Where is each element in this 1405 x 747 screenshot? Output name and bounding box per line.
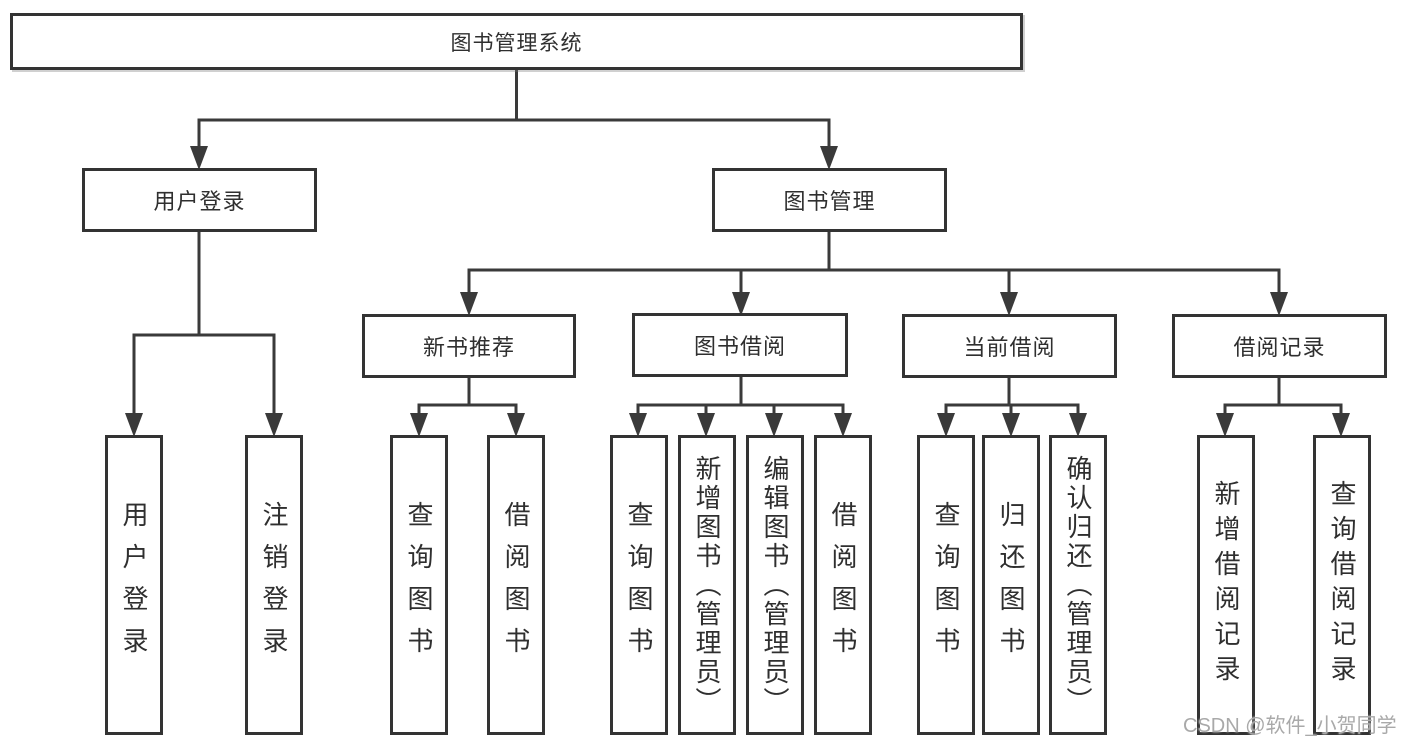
leaf-newbook-query-label: 查询图书 [404, 501, 434, 669]
node-root-label: 图书管理系统 [450, 31, 583, 55]
node-borrow-records: 借阅记录 [1172, 314, 1387, 378]
node-user-login: 用户登录 [82, 168, 317, 232]
leaf-newbook-borrow-label: 借阅图书 [501, 501, 531, 669]
leaf-records-add-label: 新增借阅记录 [1211, 480, 1241, 690]
leaf-current-confirm: 确认归还（管理员） [1049, 435, 1107, 735]
node-book-borrow: 图书借阅 [632, 313, 848, 377]
leaf-borrow-add-label: 新增图书（管理员） [692, 454, 722, 716]
leaf-user-login-label: 用户登录 [119, 501, 149, 669]
leaf-borrow-query: 查询图书 [610, 435, 668, 735]
leaf-borrow-query-label: 查询图书 [624, 501, 654, 669]
leaf-logout: 注销登录 [245, 435, 303, 735]
leaf-borrow-borrow-label: 借阅图书 [828, 501, 858, 669]
leaf-records-query-label: 查询借阅记录 [1327, 480, 1357, 690]
leaf-current-query: 查询图书 [917, 435, 975, 735]
leaf-borrow-add: 新增图书（管理员） [678, 435, 736, 735]
leaf-newbook-query: 查询图书 [390, 435, 448, 735]
node-borrow-records-label: 借阅记录 [1233, 335, 1326, 360]
node-book-borrow-label: 图书借阅 [693, 334, 786, 359]
leaf-records-add: 新增借阅记录 [1197, 435, 1255, 735]
node-new-book-recommend-label: 新书推荐 [422, 335, 515, 360]
node-book-management: 图书管理 [712, 168, 947, 232]
leaf-borrow-edit: 编辑图书（管理员） [746, 435, 804, 735]
node-user-login-label: 用户登录 [153, 189, 246, 214]
csdn-watermark: CSDN @软件_小贺同学 [1183, 715, 1397, 737]
leaf-current-confirm-label: 确认归还（管理员） [1063, 454, 1093, 716]
leaf-borrow-borrow: 借阅图书 [814, 435, 872, 735]
node-root: 图书管理系统 [10, 13, 1023, 70]
node-current-borrow-label: 当前借阅 [963, 335, 1056, 360]
leaf-newbook-borrow: 借阅图书 [487, 435, 545, 735]
leaf-records-query: 查询借阅记录 [1313, 435, 1371, 735]
leaf-borrow-edit-label: 编辑图书（管理员） [760, 454, 790, 716]
node-book-management-label: 图书管理 [783, 189, 876, 214]
leaf-current-return: 归还图书 [982, 435, 1040, 735]
leaf-logout-label: 注销登录 [259, 501, 289, 669]
leaf-user-login: 用户登录 [105, 435, 163, 735]
leaf-current-query-label: 查询图书 [931, 501, 961, 669]
node-new-book-recommend: 新书推荐 [362, 314, 576, 378]
node-current-borrow: 当前借阅 [902, 314, 1117, 378]
leaf-current-return-label: 归还图书 [996, 501, 1026, 669]
